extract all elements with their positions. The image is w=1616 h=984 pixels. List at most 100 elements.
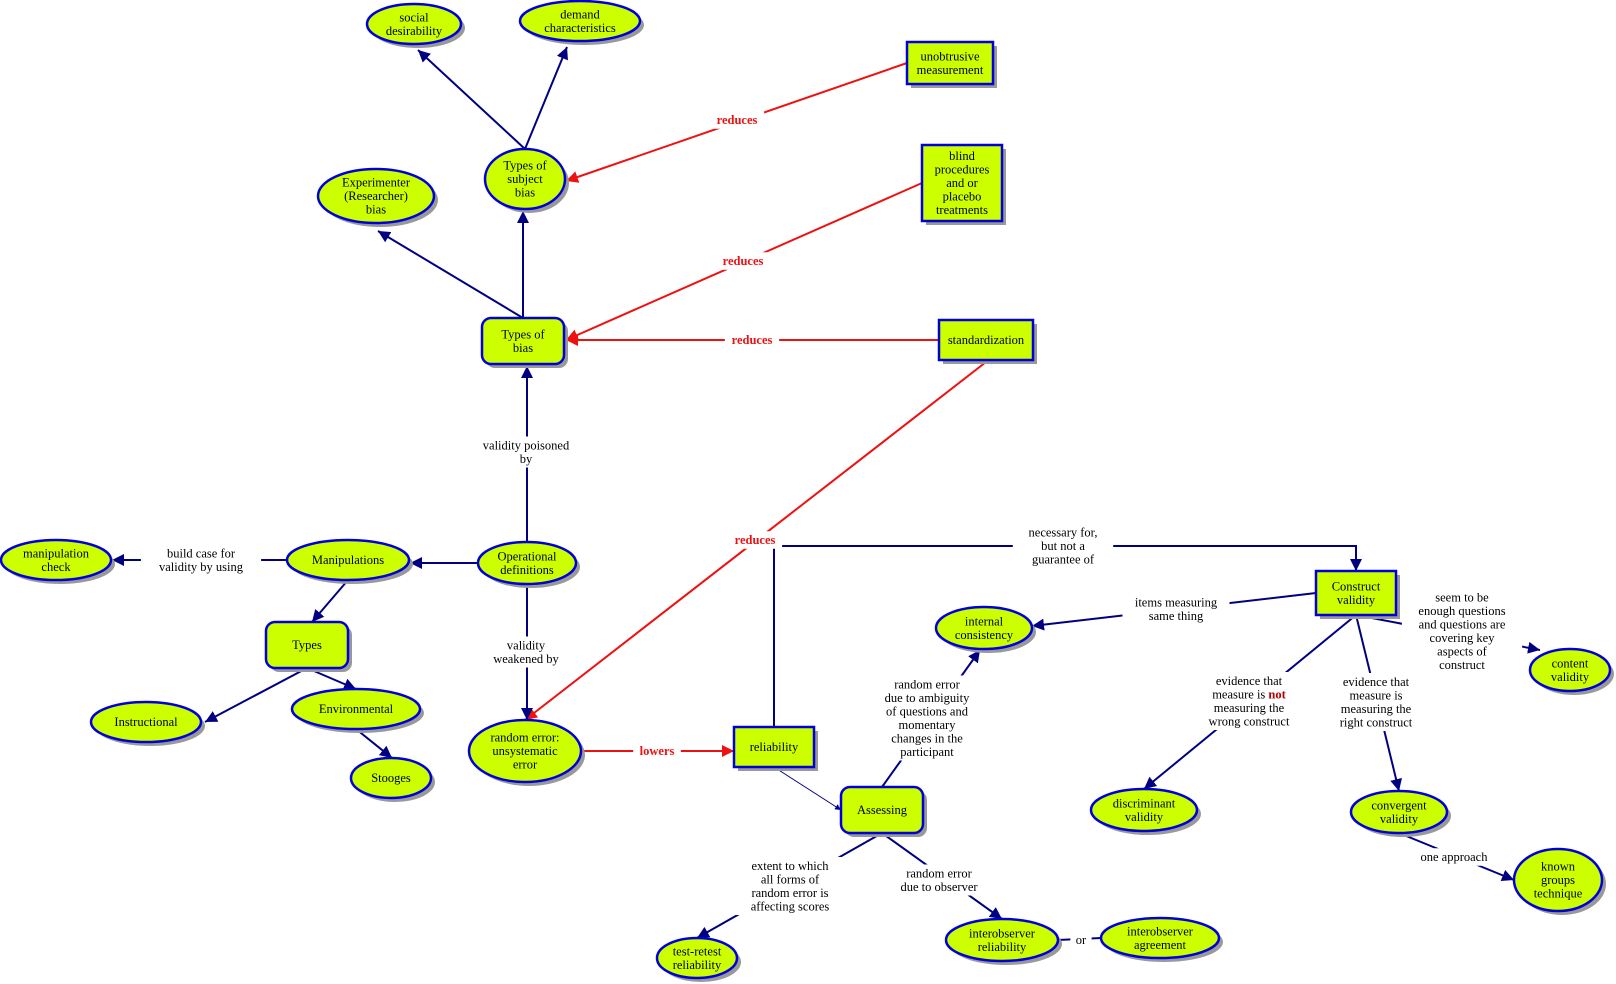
link-label-line: by (520, 452, 533, 466)
node-label-line: groups (1541, 873, 1575, 887)
node-label-line: known (1541, 860, 1576, 874)
node-shape (1089, 787, 1199, 833)
node-shape (1512, 847, 1604, 913)
link-label-line: or (1076, 933, 1087, 947)
node-label-line: Types of (501, 327, 545, 341)
node-shape (349, 756, 433, 800)
node-label-line: check (41, 560, 71, 574)
node-label-line: bias (513, 341, 533, 355)
node-label-line: bias (366, 203, 386, 217)
node-experimenter[interactable]: Experimenter(Researcher)bias (316, 167, 438, 227)
node-standard[interactable]: standardization (937, 318, 1037, 364)
link-label-line: evidence that (1343, 675, 1410, 689)
node-label-line: reliability (978, 940, 1027, 954)
node-label: Instructional (114, 715, 178, 729)
link-label-line: participant (900, 745, 954, 759)
node-label-line: random error: (490, 731, 559, 745)
node-label-line: placebo (943, 190, 982, 204)
link-label: reduces (723, 254, 764, 268)
node-types[interactable]: Types (264, 620, 352, 672)
node-label-line: test-retest (673, 944, 722, 958)
node-label-line: measurement (917, 63, 984, 77)
link-label: or (1076, 933, 1087, 947)
link-label-line: right construct (1340, 715, 1413, 729)
link-label-line: validity by using (159, 560, 244, 574)
node-assessing[interactable]: Assessing (839, 785, 927, 837)
link-line (204, 667, 308, 723)
node-label-line: Manipulations (312, 553, 384, 567)
link-label-bg (465, 436, 587, 468)
link-label-bg (633, 742, 681, 760)
link-label-line: covering key (1430, 631, 1496, 645)
link-label-bg (1401, 588, 1523, 674)
node-shape (365, 2, 463, 46)
node-shape (937, 318, 1035, 362)
link-label-line: random error (894, 677, 960, 691)
node-environmental[interactable]: Environmental (290, 687, 424, 733)
link-label-line: measuring the (1214, 701, 1285, 715)
node-manipulations[interactable]: Manipulations (285, 538, 413, 584)
node-shape (920, 143, 1004, 223)
link-label-line: measuring the (1341, 702, 1412, 716)
node-label-line: convergent (1371, 798, 1427, 812)
node-label-line: blind (949, 149, 975, 163)
node-instructional[interactable]: Instructional (89, 700, 205, 746)
node-stooges[interactable]: Stooges (349, 756, 435, 802)
link-label-line: reduces (717, 113, 758, 127)
node-shape (290, 687, 422, 731)
link-label-bg (715, 252, 771, 270)
link-label: reduces (717, 113, 758, 127)
node-label-line: discriminant (1113, 796, 1176, 810)
node-label-line: Construct (1332, 579, 1381, 593)
node-shape (1528, 647, 1612, 693)
node-reliability[interactable]: reliability (732, 725, 818, 771)
link-label-line: one approach (1421, 850, 1489, 864)
node-label-line: agreement (1134, 938, 1187, 952)
link-label-bg (1122, 593, 1230, 625)
node-label-line: desirability (386, 24, 443, 38)
link-label-line: evidence that (1216, 674, 1283, 688)
node-shape (839, 785, 925, 835)
link-label-bg (727, 531, 783, 549)
node-shape (480, 316, 566, 366)
node-label-line: Types (292, 638, 322, 652)
node-label-line: social (399, 10, 429, 24)
link-label-bg (140, 544, 262, 576)
link-label-line: all forms of (761, 872, 820, 886)
node-label-line: (Researcher) (344, 189, 408, 203)
link-label: reduces (735, 533, 776, 547)
link-label-line: measure is not (1212, 687, 1286, 701)
link-line (524, 46, 568, 150)
node-label-line: validity (1337, 593, 1376, 607)
node-label-line: Operational (497, 549, 557, 563)
